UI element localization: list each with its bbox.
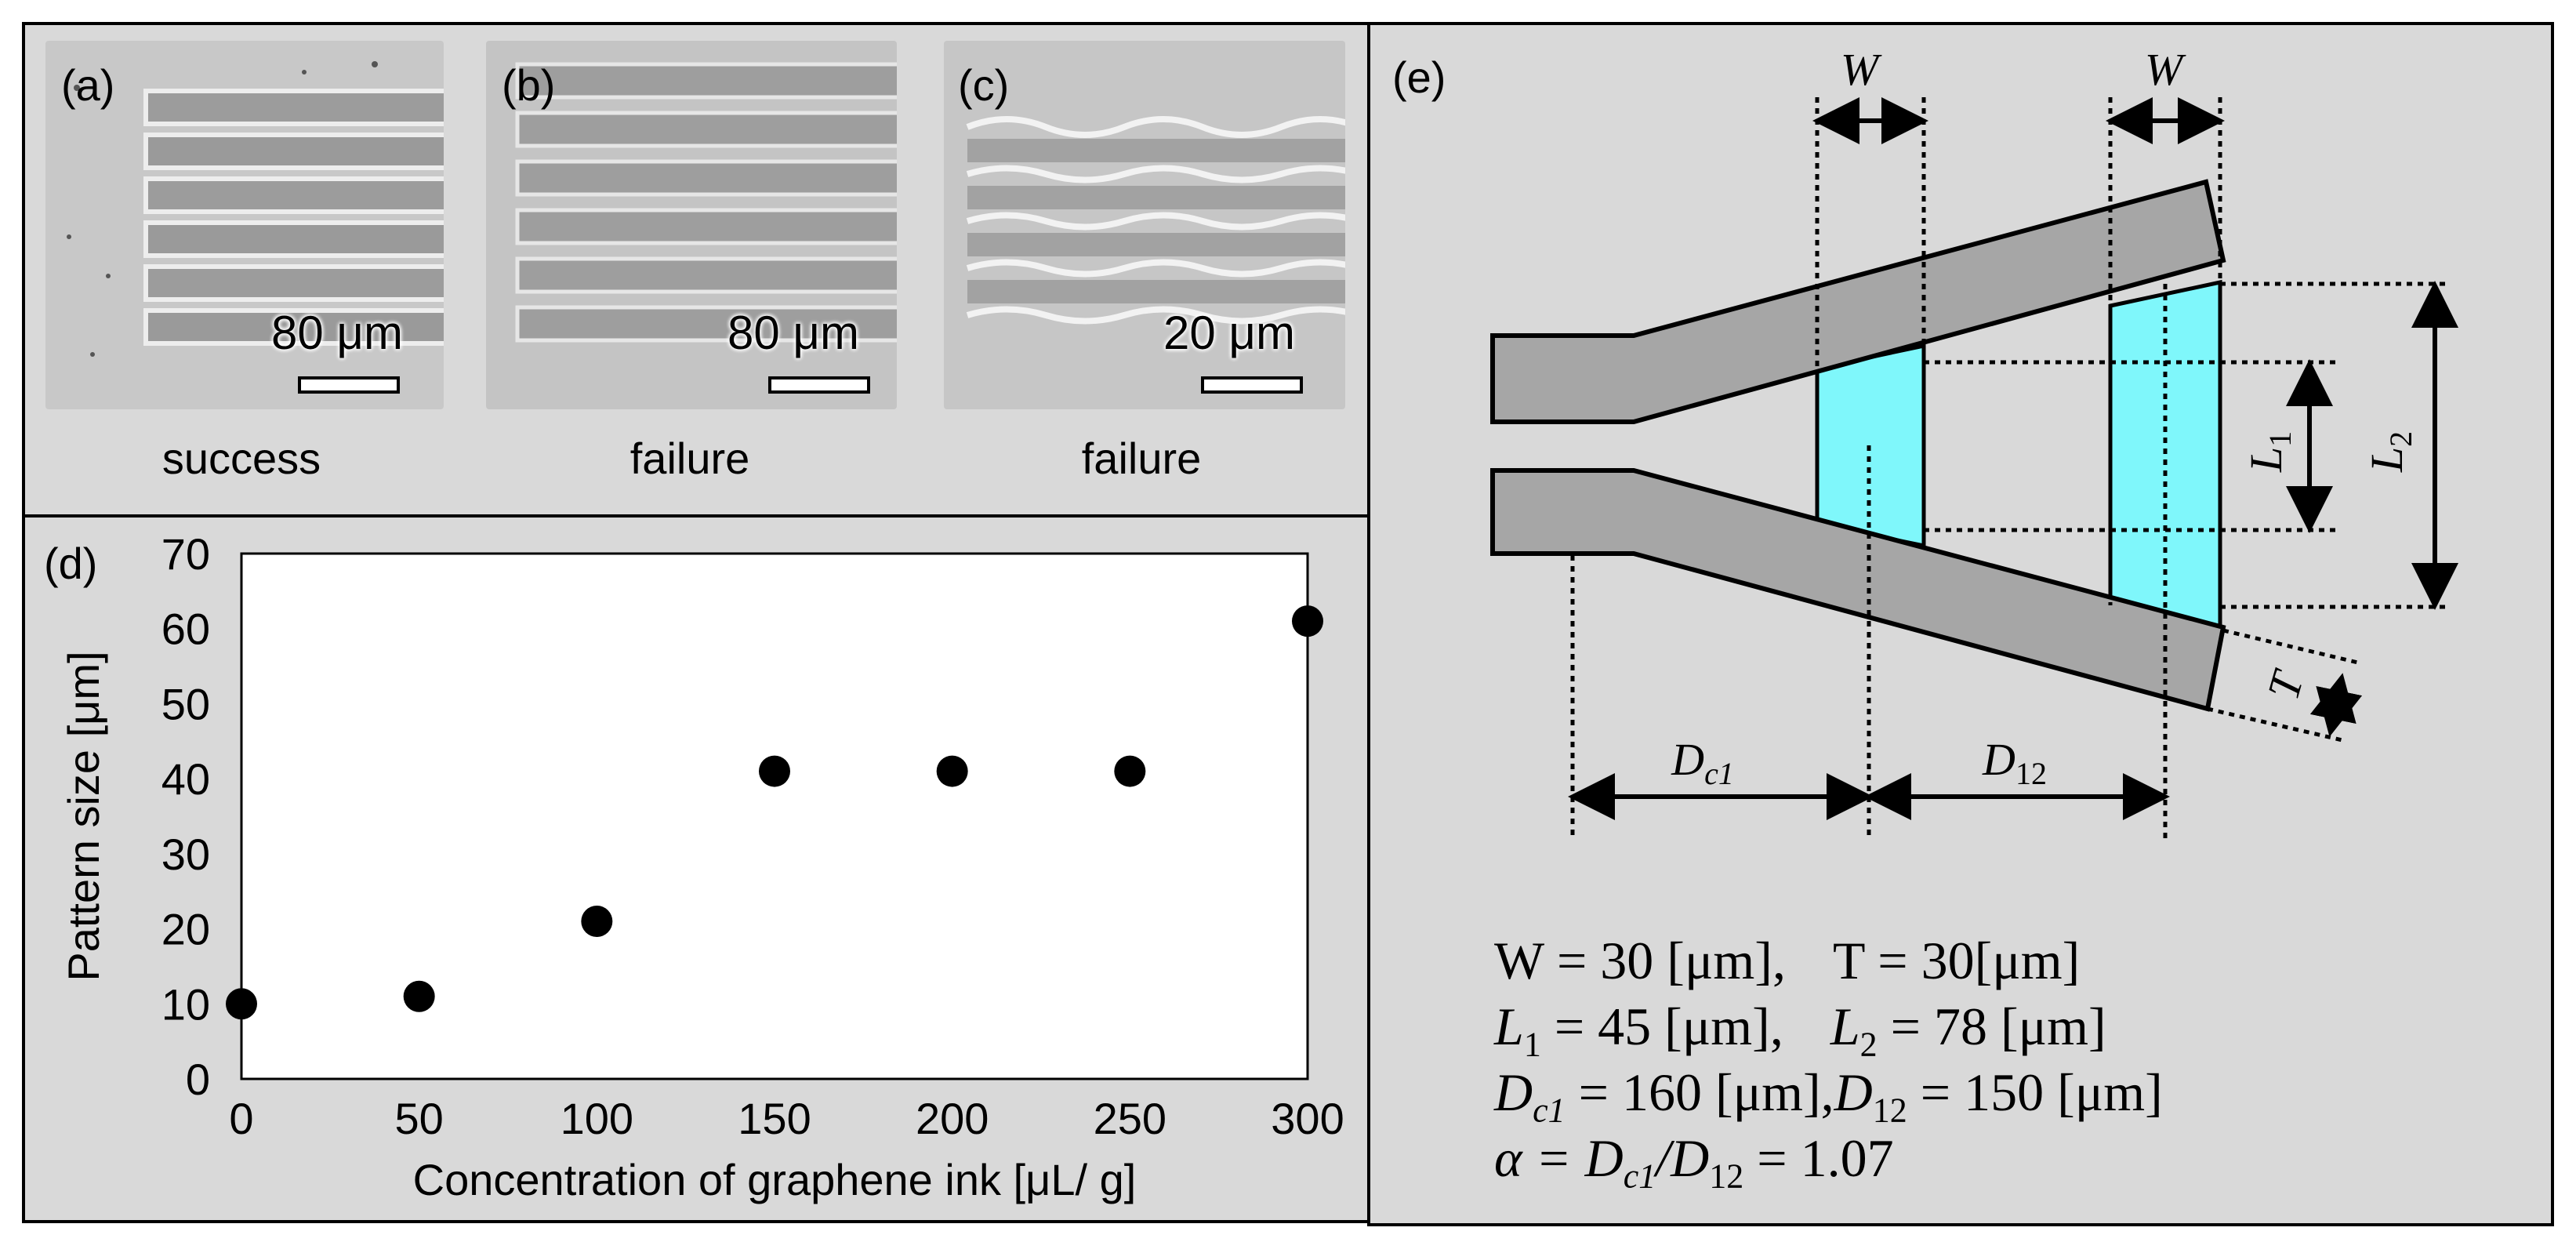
scale-bar-a [298, 376, 400, 394]
equation-line-1: W = 30 [μm], T = 30[μm] [1494, 930, 2080, 992]
panel-label-d: (d) [44, 539, 98, 588]
y-axis-label: Pattern size [μm] [59, 651, 108, 981]
measurement-region-2 [2108, 279, 2222, 630]
scale-text-a: 80 μm [271, 307, 403, 359]
y-tick-label: 60 [161, 605, 210, 654]
micrograph-c [944, 41, 1345, 409]
y-tick-label: 40 [161, 754, 210, 804]
label-w-1: W [1841, 44, 1882, 95]
eq-alpha-mid: /D [1656, 1128, 1710, 1188]
caption-a: success [161, 434, 321, 483]
x-tick-label: 150 [738, 1094, 811, 1143]
equation-line-2: L1 = 45 [μm], L2 = 78 [μm] [1494, 996, 2106, 1065]
label-dc1: Dc1 [1671, 734, 1734, 791]
eq-alpha: α = D [1494, 1128, 1624, 1188]
eq-t: T = 30[μm] [1832, 931, 2081, 990]
data-point [581, 906, 613, 937]
micrograph-b-image [486, 41, 897, 409]
panel-label-c: (c) [958, 60, 1010, 110]
label-w-2: W [2145, 44, 2186, 95]
label-d12: D12 [1982, 734, 2047, 791]
data-point [936, 755, 968, 787]
x-tick-label: 100 [561, 1094, 633, 1143]
upper-channel [1490, 179, 2226, 424]
label-l2: L2 [2361, 431, 2418, 473]
micrograph-a-image [45, 41, 444, 409]
x-tick-label: 300 [1271, 1094, 1344, 1143]
x-tick-label: 250 [1094, 1094, 1166, 1143]
equation-line-4: α = Dc1/D12 = 1.07 [1494, 1128, 1894, 1197]
data-point [1292, 605, 1323, 637]
x-tick-label: 200 [916, 1094, 989, 1143]
micrograph-c-image [944, 41, 1345, 409]
y-tick-label: 30 [161, 830, 210, 879]
scatter-chart: Concentration of graphene ink [μL/ g] Pa… [59, 529, 1344, 1204]
x-axis-label: Concentration of graphene ink [μL/ g] [413, 1155, 1137, 1204]
scale-bar-b [768, 376, 870, 394]
data-point [403, 980, 435, 1012]
micrograph-b [486, 41, 897, 409]
eq-l1: L1 = 45 [μm], [1494, 997, 1783, 1064]
panel-label-e: (e) [1392, 53, 1446, 102]
eq-alpha-sub2: 12 [1709, 1157, 1744, 1196]
y-tick-label: 70 [161, 529, 210, 579]
x-tick-label: 0 [229, 1094, 253, 1143]
caption-c: failure [1081, 434, 1202, 483]
x-tick-label: 50 [395, 1094, 444, 1143]
eq-l2: L2 = 78 [μm] [1830, 997, 2106, 1064]
eq-w: W = 30 [μm], [1494, 931, 1786, 990]
y-tick-label: 50 [161, 679, 210, 728]
eq-dc1: Dc1 = 160 [μm], [1494, 1062, 1834, 1130]
data-point [759, 755, 790, 787]
caption-b: failure [629, 434, 750, 483]
geometry-diagram: W W L1 L2 T Dc1 D12 [1490, 44, 2458, 839]
micrograph-a [45, 41, 444, 409]
equation-line-3: Dc1 = 160 [μm],D12 = 150 [μm] [1494, 1062, 2163, 1131]
eq-d12: D12 = 150 [μm] [1834, 1062, 2163, 1130]
plot-area [240, 552, 1309, 1080]
scale-bar-c [1201, 376, 1303, 394]
scale-text-c: 20 μm [1163, 307, 1295, 359]
eq-alpha-sub1: c1 [1623, 1157, 1656, 1196]
label-l1: L1 [2240, 431, 2298, 473]
label-t: T [2258, 664, 2314, 706]
panel-label-b: (b) [502, 60, 556, 110]
scale-text-b: 80 μm [727, 307, 859, 359]
data-point [226, 988, 257, 1020]
y-tick-label: 0 [186, 1055, 210, 1104]
y-tick-label: 10 [161, 979, 210, 1029]
y-tick-label: 20 [161, 905, 210, 954]
eq-alpha-value: = 1.07 [1743, 1128, 1894, 1188]
panel-label-a: (a) [61, 60, 115, 110]
data-point [1114, 755, 1146, 787]
